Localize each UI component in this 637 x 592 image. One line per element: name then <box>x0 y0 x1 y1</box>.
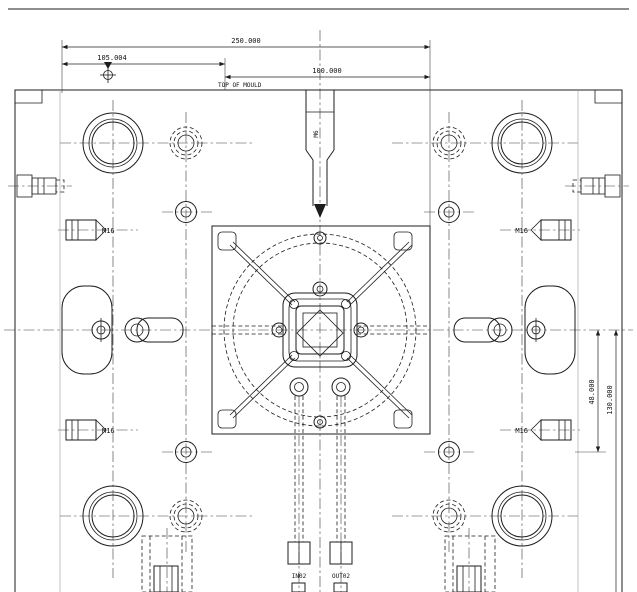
support-cluster-left <box>141 535 193 592</box>
out-port-label: OUT02 <box>332 573 350 580</box>
locating-hole-upper-left <box>175 201 197 223</box>
m16-screw-left-top: M16 <box>65 219 115 241</box>
core-insert <box>271 281 369 368</box>
m16-label-right-bottom: M16 <box>515 427 528 435</box>
cavity-block <box>211 225 431 435</box>
side-pocket-left <box>61 285 184 375</box>
cap-screw-top-left <box>169 126 203 160</box>
support-cluster-right <box>444 535 496 592</box>
plate-outline <box>14 89 623 592</box>
dim-left-span: 105.004 <box>97 54 127 62</box>
sprue-channel: M6 <box>305 90 335 218</box>
locating-hole-lower-left <box>175 441 197 463</box>
edge-plug-left <box>8 174 72 198</box>
dim-side-upper: 48.000 <box>588 379 596 404</box>
guide-pin-top-right <box>491 112 553 174</box>
dim-overall-width: 250.000 <box>231 37 261 45</box>
guide-pin-bottom-right <box>491 485 553 547</box>
right-dimensions: 48.000 130.000 <box>575 330 619 592</box>
top-dimensions: 250.000 105.004 100.000 TOP OF MOULD <box>61 37 431 228</box>
dim-right-span: 100.000 <box>312 67 342 75</box>
m16-screw-right-bottom: M16 <box>515 419 572 441</box>
centerlines <box>4 30 633 592</box>
cap-screw-top-right <box>432 126 466 160</box>
cap-screw-bottom-right <box>432 499 466 533</box>
guide-pin-bottom-left <box>82 485 144 547</box>
top-of-mould-label: TOP OF MOULD <box>218 82 262 89</box>
dim-side-lower: 130.000 <box>606 385 614 415</box>
side-pocket-right <box>453 285 576 375</box>
m16-screw-left-bottom: M16 <box>65 419 115 441</box>
m16-label-right-top: M16 <box>515 227 528 235</box>
cooling-circuit: IN02 OUT02 <box>287 377 353 592</box>
m16-screw-right-top: M16 <box>515 219 572 241</box>
in-port-label: IN02 <box>292 573 307 580</box>
edge-plug-right <box>565 174 629 198</box>
locating-hole-lower-right <box>438 441 460 463</box>
sprue-label: M6 <box>313 130 320 138</box>
datum-symbol <box>100 62 116 83</box>
m16-label-left-bottom: M16 <box>102 427 115 435</box>
guide-pin-top-left <box>82 112 144 174</box>
locating-hole-upper-right <box>438 201 460 223</box>
m16-label-left-top: M16 <box>102 227 115 235</box>
cap-screw-bottom-left <box>169 499 203 533</box>
